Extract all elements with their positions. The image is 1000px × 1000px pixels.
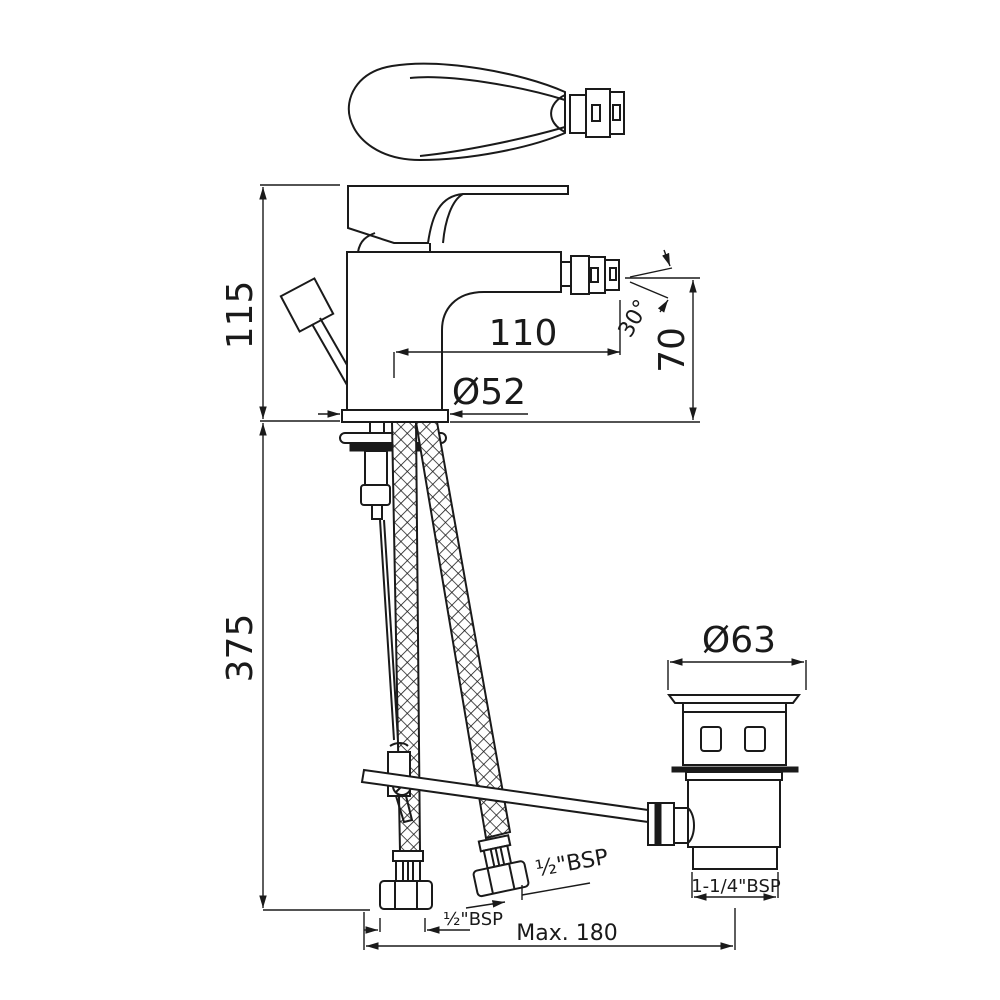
dim-label-hose-thread-large: ½"BSP — [534, 845, 611, 882]
dim-label-max-180: Max. 180 — [516, 921, 617, 946]
under-deck-assembly — [339, 421, 649, 910]
dim-label-115: 115 — [220, 281, 261, 350]
dim-label-waste-diameter: Ø63 — [702, 620, 776, 661]
dim-label-70: 70 — [652, 327, 693, 373]
dim-label-waste-thread: 1-1/4"BSP — [691, 876, 781, 897]
dim-label-base-diameter: Ø52 — [452, 372, 526, 413]
dimension-lines — [259, 184, 807, 950]
top-view-handle — [347, 62, 625, 162]
dim-label-hose-thread-small: ½"BSP — [443, 909, 503, 930]
mixer-body-side — [279, 185, 620, 423]
pop-up-waste — [647, 694, 801, 870]
dim-label-375: 375 — [220, 614, 261, 683]
dim-label-110: 110 — [489, 313, 558, 354]
